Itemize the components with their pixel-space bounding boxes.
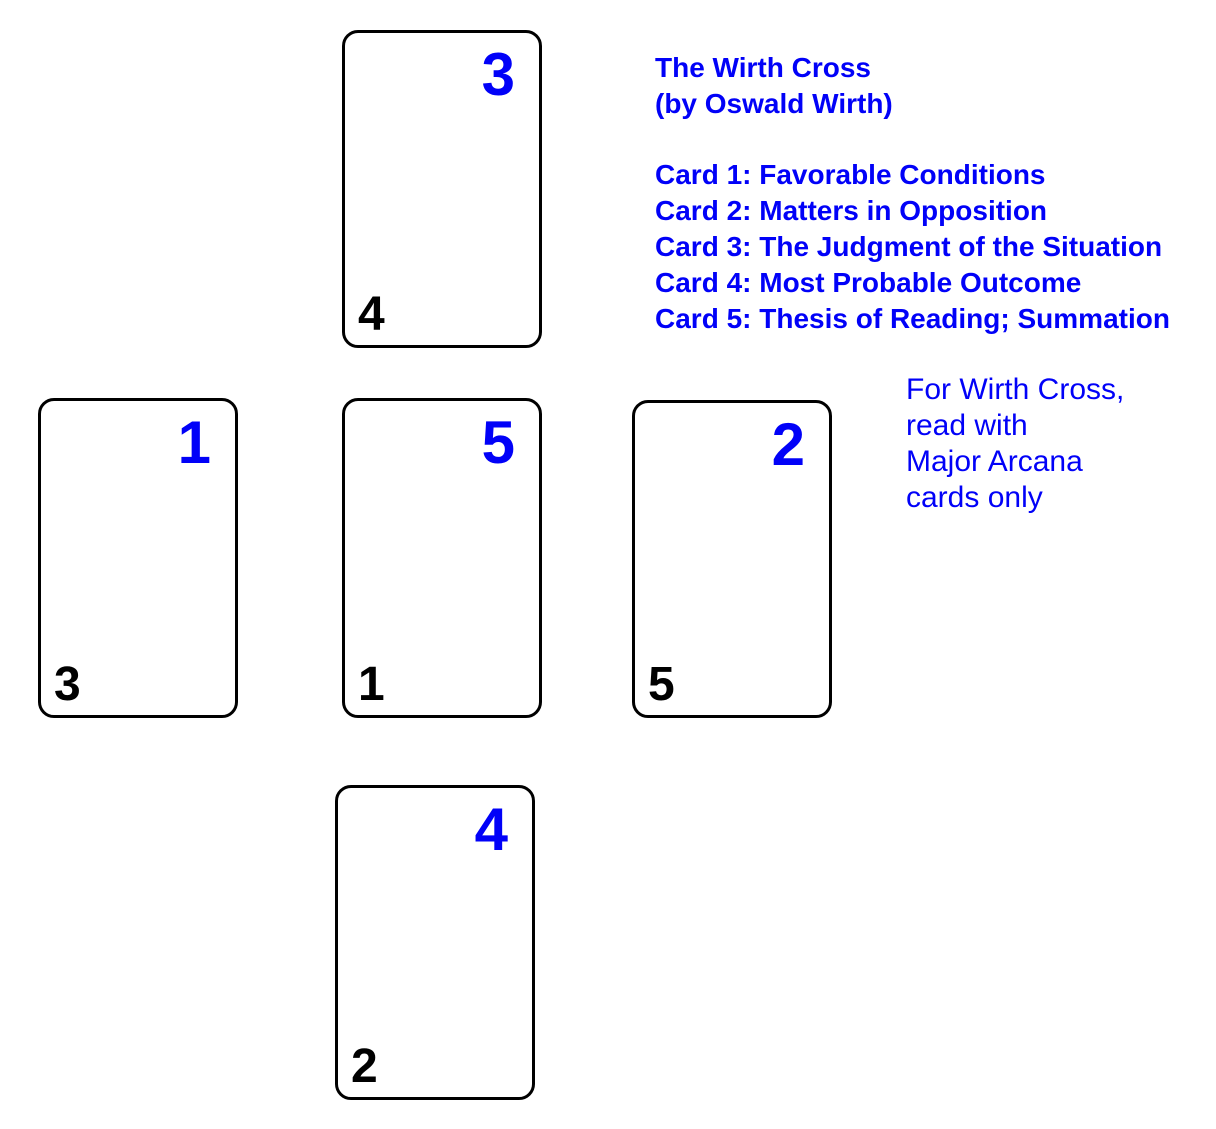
- card-position-number: 5: [481, 409, 515, 476]
- card-position-number: 3: [481, 41, 515, 108]
- diagram-title: The Wirth Cross (by Oswald Wirth): [655, 50, 893, 122]
- card-meanings-legend: Card 1: Favorable Conditions Card 2: Mat…: [655, 157, 1170, 337]
- card-draw-order-number: 4: [358, 288, 385, 341]
- card-draw-order-number: 3: [54, 658, 81, 711]
- card-position-number: 1: [177, 409, 211, 476]
- spread-card-top: 3 4: [342, 30, 542, 348]
- spread-card-center: 5 1: [342, 398, 542, 718]
- legend-item: Card 4: Most Probable Outcome: [655, 267, 1082, 298]
- note-line: cards only: [906, 481, 1043, 514]
- spread-card-left: 1 3: [38, 398, 238, 718]
- note-line: For Wirth Cross,: [906, 373, 1125, 406]
- spread-card-bottom: 4 2: [335, 785, 535, 1100]
- legend-item: Card 1: Favorable Conditions: [655, 159, 1046, 190]
- card-draw-order-number: 1: [358, 658, 385, 711]
- spread-card-right: 2 5: [632, 400, 832, 718]
- legend-item: Card 3: The Judgment of the Situation: [655, 231, 1163, 262]
- legend-item: Card 2: Matters in Opposition: [655, 195, 1048, 226]
- major-arcana-note: For Wirth Cross, read with Major Arcana …: [906, 372, 1124, 516]
- note-line: read with: [906, 409, 1028, 442]
- card-draw-order-number: 2: [351, 1040, 378, 1093]
- diagram-title-line1: The Wirth Cross: [655, 52, 871, 83]
- note-line: Major Arcana: [906, 445, 1083, 478]
- card-position-number: 4: [474, 796, 508, 863]
- legend-item: Card 5: Thesis of Reading; Summation: [655, 303, 1170, 334]
- diagram-title-line2: (by Oswald Wirth): [655, 88, 893, 119]
- card-position-number: 2: [771, 411, 805, 478]
- card-draw-order-number: 5: [648, 658, 675, 711]
